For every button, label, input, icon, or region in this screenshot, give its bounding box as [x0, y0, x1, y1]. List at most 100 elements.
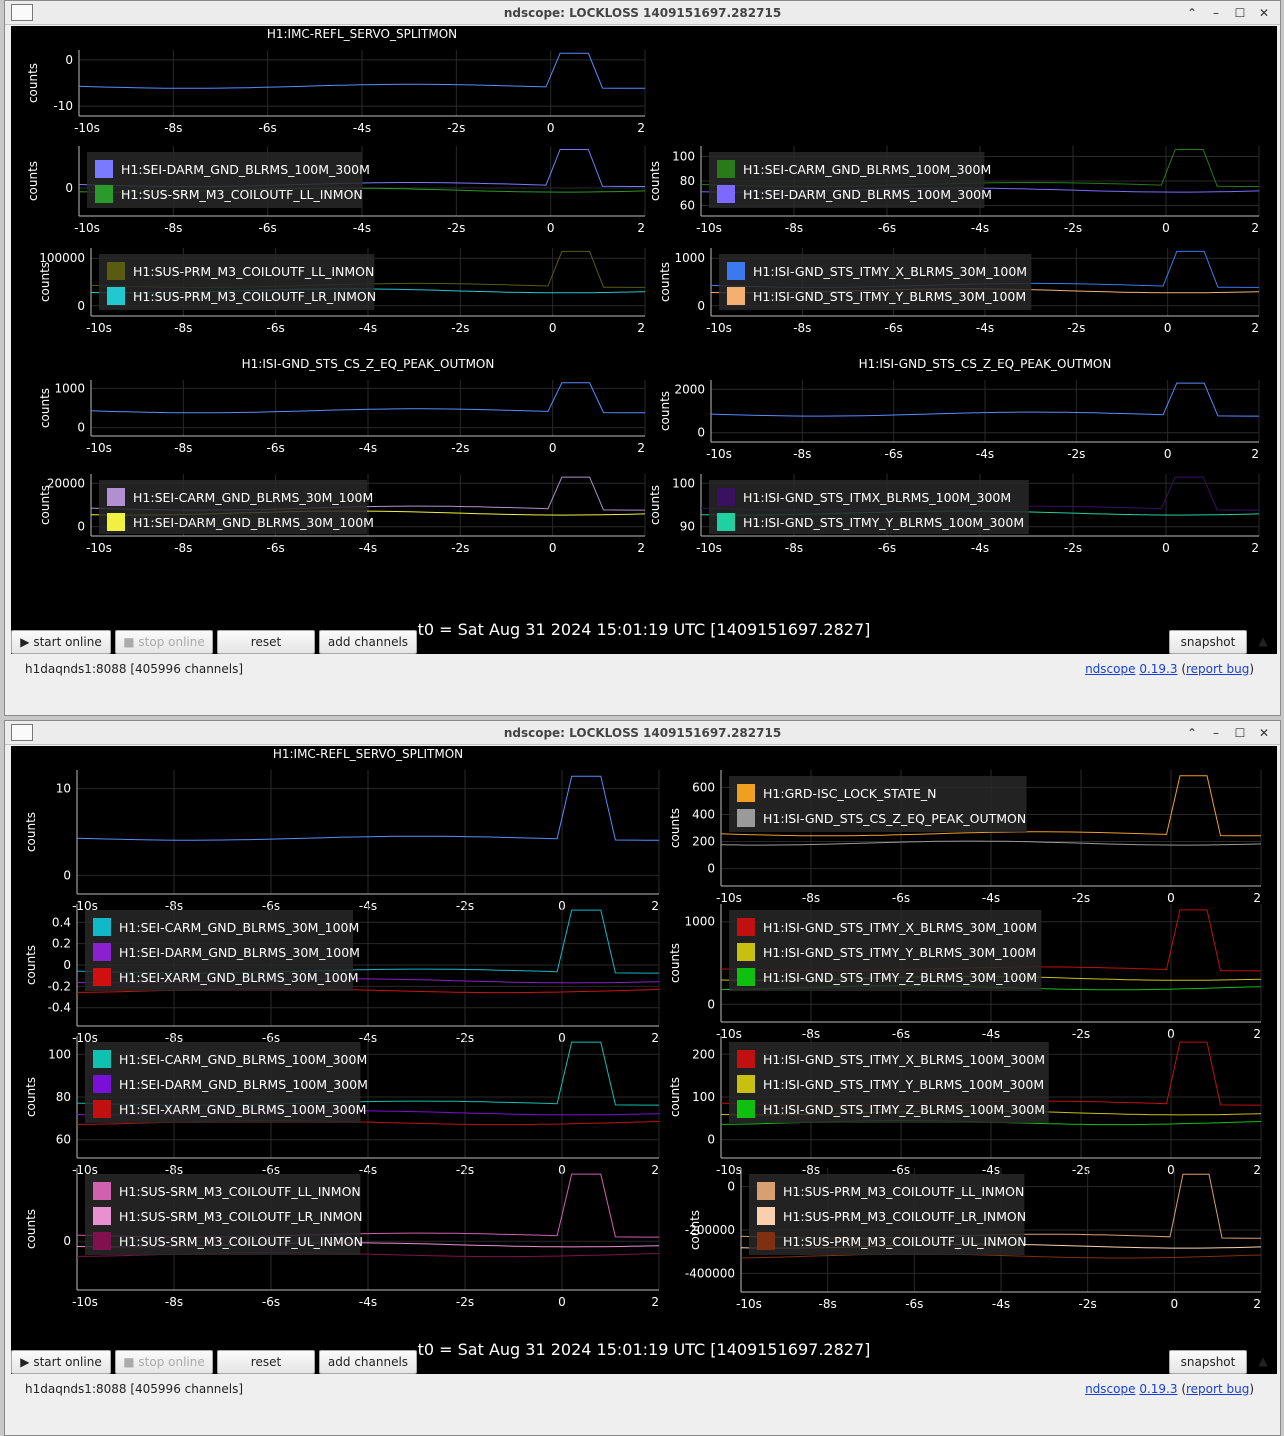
- add-channels-button[interactable]: add channels: [319, 1350, 417, 1374]
- version-link[interactable]: 0.19.3: [1139, 662, 1178, 676]
- x-tick-label: 0: [549, 441, 557, 455]
- x-tick-label: -2s: [1072, 1163, 1090, 1177]
- legend[interactable]: H1:GRD-ISC_LOCK_STATE_NH1:ISI-GND_STS_CS…: [729, 776, 1027, 832]
- report-bug-link[interactable]: report bug: [1186, 662, 1250, 676]
- x-tick-label: -2s: [1064, 541, 1082, 555]
- x-tick-label: 2: [637, 441, 645, 455]
- legend-label: H1:GRD-ISC_LOCK_STATE_N: [763, 786, 937, 801]
- legend-swatch: [107, 287, 125, 305]
- y-tick-label: 0: [707, 1133, 715, 1147]
- legend[interactable]: H1:ISI-GND_STS_ITMY_X_BLRMS_30M_100MH1:I…: [729, 910, 1042, 991]
- y-tick-label: 100: [672, 476, 695, 490]
- x-tick-label: 2: [651, 1163, 659, 1177]
- legend-label: H1:SUS-PRM_M3_COILOUTF_LR_INMON: [133, 289, 376, 304]
- report-bug-link[interactable]: report bug: [1186, 1382, 1250, 1396]
- y-tick-label: 2000: [674, 382, 705, 396]
- x-tick-label: -4s: [359, 541, 377, 555]
- close-icon[interactable]: ✕: [1258, 726, 1270, 740]
- minimize-icon[interactable]: –: [1213, 6, 1219, 20]
- legend[interactable]: H1:SEI-CARM_GND_BLRMS_30M_100MH1:SEI-DAR…: [85, 910, 360, 991]
- legend[interactable]: H1:SEI-CARM_GND_BLRMS_100M_300MH1:SEI-DA…: [709, 152, 992, 208]
- ndscope-link[interactable]: ndscope: [1085, 662, 1136, 676]
- title-bar[interactable]: ndscope: LOCKLOSS 1409151697.282715 ⌃ – …: [5, 1, 1280, 25]
- legend[interactable]: H1:SUS-SRM_M3_COILOUTF_LL_INMONH1:SUS-SR…: [85, 1174, 363, 1255]
- stop-online-button[interactable]: ■ stop online: [115, 630, 213, 654]
- y-tick-label: -0.4: [48, 1001, 71, 1015]
- legend[interactable]: H1:ISI-GND_STS_ITMY_X_BLRMS_100M_300MH1:…: [729, 1042, 1049, 1123]
- collapse-arrow-icon[interactable]: ▲: [1258, 634, 1268, 648]
- y-axis-label: counts: [38, 388, 52, 428]
- snapshot-button[interactable]: snapshot: [1169, 1350, 1247, 1374]
- legend-swatch: [737, 968, 755, 986]
- legend-label: H1:SUS-PRM_M3_COILOUTF_UL_INMON: [783, 1234, 1027, 1249]
- shade-icon[interactable]: ⌃: [1186, 726, 1198, 740]
- x-tick-label: 2: [637, 541, 645, 555]
- reset-button[interactable]: reset: [217, 630, 315, 654]
- legend-swatch: [727, 262, 745, 280]
- legend[interactable]: H1:SEI-CARM_GND_BLRMS_30M_100MH1:SEI-DAR…: [99, 480, 374, 534]
- stop-online-button[interactable]: ■ stop online: [115, 1350, 213, 1374]
- y-tick-label: 10: [56, 782, 71, 796]
- plot-3[interactable]: 0.40.20-0.2-0.4-10s-8s-6s-4s-2s02countsH…: [24, 904, 660, 1045]
- x-tick-label: -6s: [892, 1163, 910, 1177]
- legend-box: [85, 1174, 361, 1255]
- legend[interactable]: H1:ISI-GND_STS_ITMX_BLRMS_100M_300MH1:IS…: [709, 480, 1029, 534]
- y-axis-label: counts: [38, 262, 52, 302]
- legend[interactable]: H1:SEI-CARM_GND_BLRMS_100M_300MH1:SEI-DA…: [85, 1042, 368, 1123]
- minimize-icon[interactable]: –: [1213, 726, 1219, 740]
- legend-swatch: [737, 1075, 755, 1093]
- start-online-button[interactable]: ▶ start online: [11, 630, 111, 654]
- y-tick-label: 0: [697, 426, 705, 440]
- y-tick-label: 400: [692, 807, 715, 821]
- plot-5[interactable]: 1008060-10s-8s-6s-4s-2s02countsH1:SEI-CA…: [24, 1036, 660, 1177]
- legend[interactable]: H1:SEI-DARM_GND_BLRMS_100M_300MH1:SUS-SR…: [87, 152, 370, 208]
- ndscope-link[interactable]: ndscope: [1085, 1382, 1136, 1396]
- legend[interactable]: H1:SUS-PRM_M3_COILOUTF_LL_INMONH1:SUS-PR…: [749, 1174, 1027, 1255]
- legend-label: H1:SEI-CARM_GND_BLRMS_100M_300M: [743, 162, 991, 177]
- x-tick-label: -2s: [447, 221, 465, 235]
- plot-area[interactable]: 100-10s-8s-6s-4s-2s02countsH1:IMC-REFL_S…: [11, 746, 1277, 1374]
- version-link[interactable]: 0.19.3: [1139, 1382, 1178, 1396]
- y-tick-label: 100: [48, 1047, 71, 1061]
- maximize-icon[interactable]: ☐: [1234, 726, 1246, 740]
- x-tick-label: 0: [549, 321, 557, 335]
- y-axis-label: counts: [38, 485, 52, 525]
- x-tick-label: 0: [1167, 1027, 1175, 1041]
- plots-svg[interactable]: 100-10s-8s-6s-4s-2s02countsH1:IMC-REFL_S…: [11, 746, 1277, 1336]
- close-icon[interactable]: ✕: [1258, 6, 1270, 20]
- legend[interactable]: H1:ISI-GND_STS_ITMY_X_BLRMS_30M_100MH1:I…: [719, 254, 1032, 310]
- start-online-button[interactable]: ▶ start online: [11, 1350, 111, 1374]
- x-tick-label: -2s: [451, 441, 469, 455]
- title-bar[interactable]: ndscope: LOCKLOSS 1409151697.282715 ⌃ – …: [5, 721, 1280, 745]
- add-channels-button[interactable]: add channels: [319, 630, 417, 654]
- trace-line: [90, 382, 645, 414]
- plot-1[interactable]: 100-10s-8s-6s-4s-2s02countsH1:IMC-REFL_S…: [24, 747, 660, 913]
- shade-icon[interactable]: ⌃: [1186, 6, 1198, 20]
- snapshot-button[interactable]: snapshot: [1169, 630, 1247, 654]
- reset-button[interactable]: reset: [217, 1350, 315, 1374]
- collapse-arrow-icon[interactable]: ▲: [1258, 1354, 1268, 1368]
- x-tick-label: -6s: [892, 1027, 910, 1041]
- y-axis-label: counts: [24, 1077, 38, 1117]
- maximize-icon[interactable]: ☐: [1234, 6, 1246, 20]
- legend-swatch: [93, 1232, 111, 1250]
- y-tick-label: 100: [692, 1090, 715, 1104]
- app-icon: [11, 724, 33, 741]
- legend[interactable]: H1:SUS-PRM_M3_COILOUTF_LL_INMONH1:SUS-PR…: [99, 254, 376, 310]
